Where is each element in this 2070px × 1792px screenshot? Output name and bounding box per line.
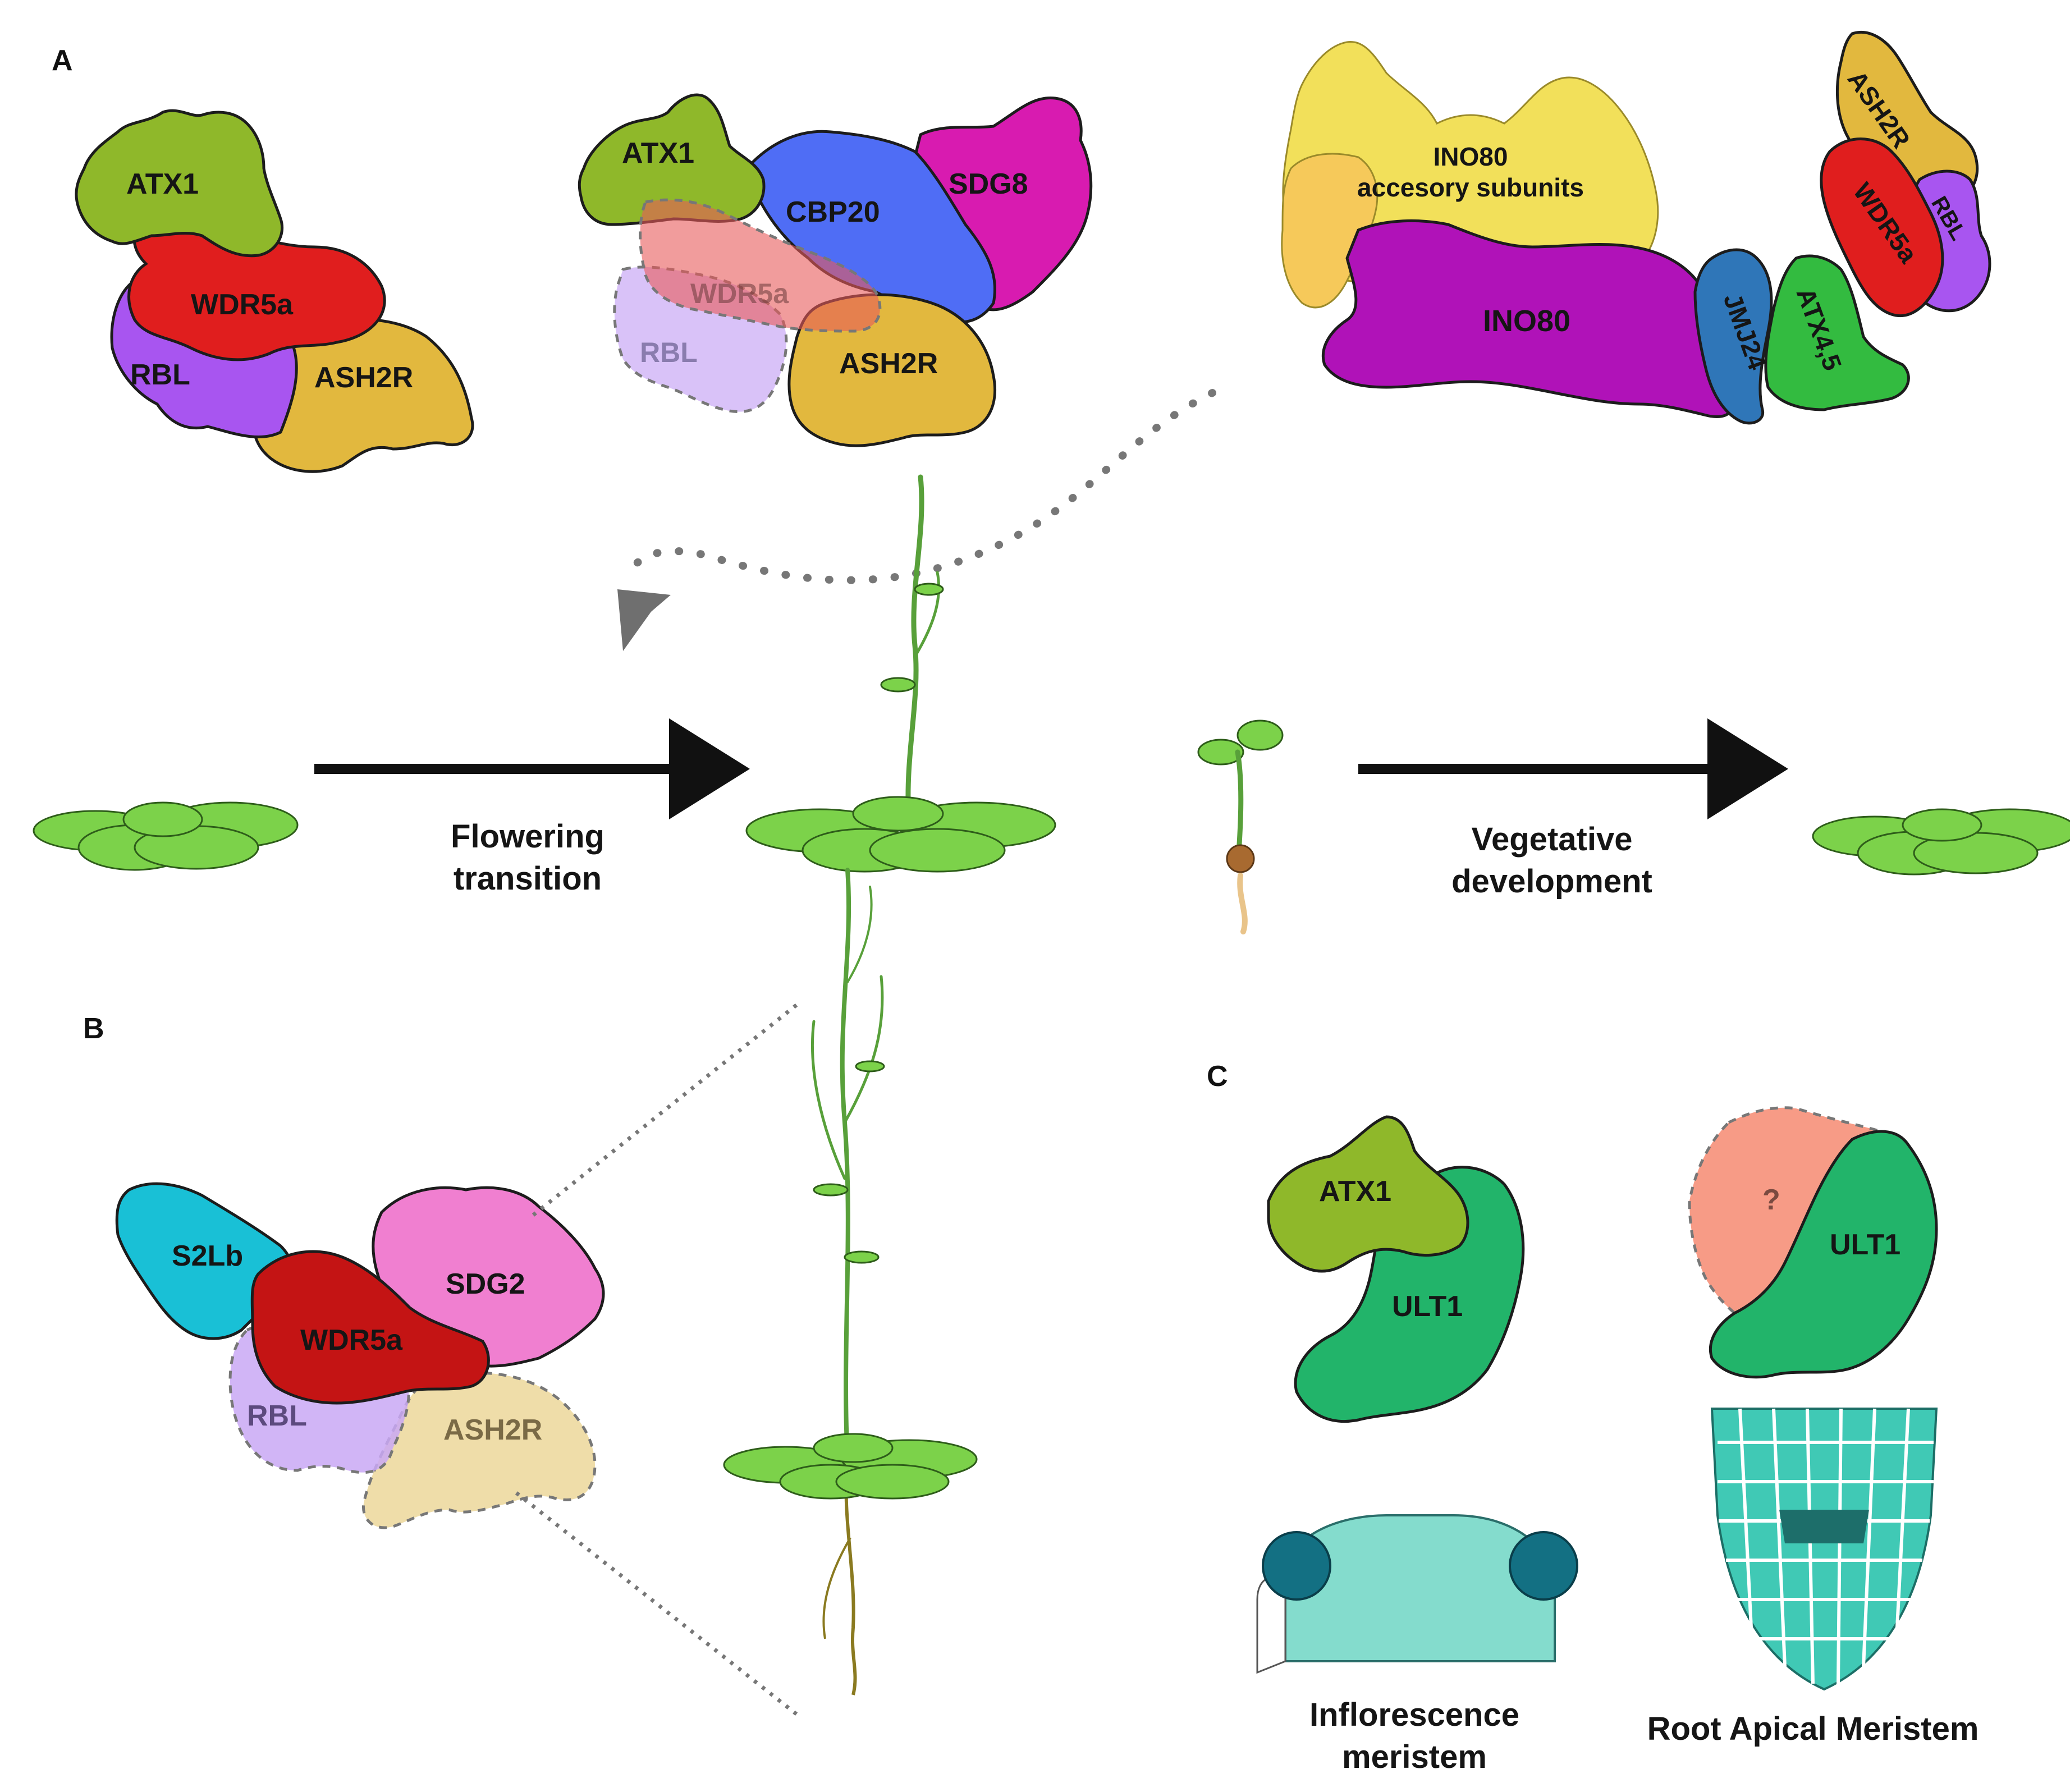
seedling — [1197, 719, 1284, 934]
blob-jmj24 — [1693, 248, 1773, 425]
panel-label-b: B — [83, 1012, 104, 1045]
label-rbl: RBL — [130, 359, 190, 391]
label-wdr5a-b: WDR5a — [300, 1324, 403, 1356]
rosette-plant-right — [1812, 808, 2070, 876]
label-rbl-2: RBL — [640, 337, 698, 368]
blob-atx45 — [1764, 254, 1910, 411]
label-ash2r: ASH2R — [314, 361, 413, 394]
complex-atx1-wdr5a-rbl-ash2r: ATX1 WDR5a RBL ASH2R — [75, 109, 474, 473]
label-s2lb: S2Lb — [172, 1240, 243, 1272]
blob-wdr5a-ghost — [639, 198, 882, 333]
complex-atx1-ult1: ATX1 ULT1 — [1267, 1115, 1525, 1423]
label-ino80: INO80 — [1483, 304, 1570, 338]
label-ash2r-2: ASH2R — [839, 347, 938, 380]
label-ult1-c2: ULT1 — [1830, 1229, 1900, 1261]
complex-unknown-ult1: ? ULT1 — [1688, 1106, 1938, 1379]
blob-wdr5a-3 — [1820, 138, 1944, 318]
zoom-line-bottom — [515, 1491, 799, 1716]
label-ino80-acc-line2: accesory subunits — [1357, 173, 1584, 202]
label-ash2r-b: ASH2R — [443, 1414, 542, 1446]
flowering-plant — [745, 474, 1056, 873]
rosette-plant-left — [33, 801, 299, 871]
panel-label-a: A — [52, 44, 73, 77]
label-atx1-2: ATX1 — [622, 137, 694, 169]
vegetative-line2: development — [1451, 863, 1652, 900]
panel-label-c: C — [1207, 1060, 1228, 1093]
label-wdr5a: WDR5a — [191, 288, 294, 321]
blob-cbp20 — [747, 130, 997, 324]
label-wdr5a-2: WDR5a — [690, 278, 789, 309]
label-atx1-c: ATX1 — [1319, 1175, 1391, 1208]
flowering-line1: Flowering — [451, 818, 604, 855]
complex-ino80-jmj24-atx45: INO80 accesory subunits INO80 JMJ24 ATX4… — [1281, 30, 1991, 425]
vegetative-line1: Vegetative — [1472, 821, 1633, 858]
dotted-arrowhead — [617, 589, 671, 651]
label-unknown: ? — [1762, 1184, 1780, 1216]
tall-flowering-plant — [723, 868, 978, 1695]
complex-s2lb-sdg2: S2Lb SDG2 WDR5a RBL ASH2R — [115, 1182, 605, 1529]
root-meristem-label: Root Apical Meristem — [1647, 1711, 1979, 1747]
label-sdg8: SDG8 — [949, 168, 1028, 200]
zoom-line-top — [532, 1003, 799, 1217]
blob-ino80-accessory-left — [1281, 153, 1379, 309]
dotted-curved-arrow — [617, 389, 1216, 651]
inflorescence-line2: meristem — [1342, 1739, 1487, 1775]
blob-atx1-c — [1267, 1115, 1469, 1273]
complex-atx1-cbp20-sdg8: ATX1 CBP20 SDG8 WDR5a RBL ASH2R — [578, 93, 1093, 447]
blob-ult1-c2 — [1709, 1130, 1938, 1379]
label-sdg2: SDG2 — [446, 1268, 525, 1300]
blob-wdr5a-b — [250, 1250, 490, 1405]
label-rbl-b: RBL — [247, 1400, 307, 1432]
blob-s2lb — [115, 1182, 295, 1340]
label-cbp20: CBP20 — [786, 196, 880, 228]
blob-atx1 — [75, 109, 284, 258]
blob-ino80 — [1321, 219, 1735, 419]
inflorescence-line1: Inflorescence — [1309, 1697, 1519, 1733]
label-ult1-c1: ULT1 — [1392, 1290, 1463, 1323]
label-ino80-acc-line1: INO80 — [1434, 142, 1508, 171]
label-atx1: ATX1 — [126, 168, 199, 200]
inflorescence-meristem — [1256, 1514, 1578, 1674]
blob-atx1-2 — [578, 93, 766, 226]
root-apical-meristem — [1710, 1408, 1938, 1691]
flowering-line2: transition — [454, 860, 602, 897]
